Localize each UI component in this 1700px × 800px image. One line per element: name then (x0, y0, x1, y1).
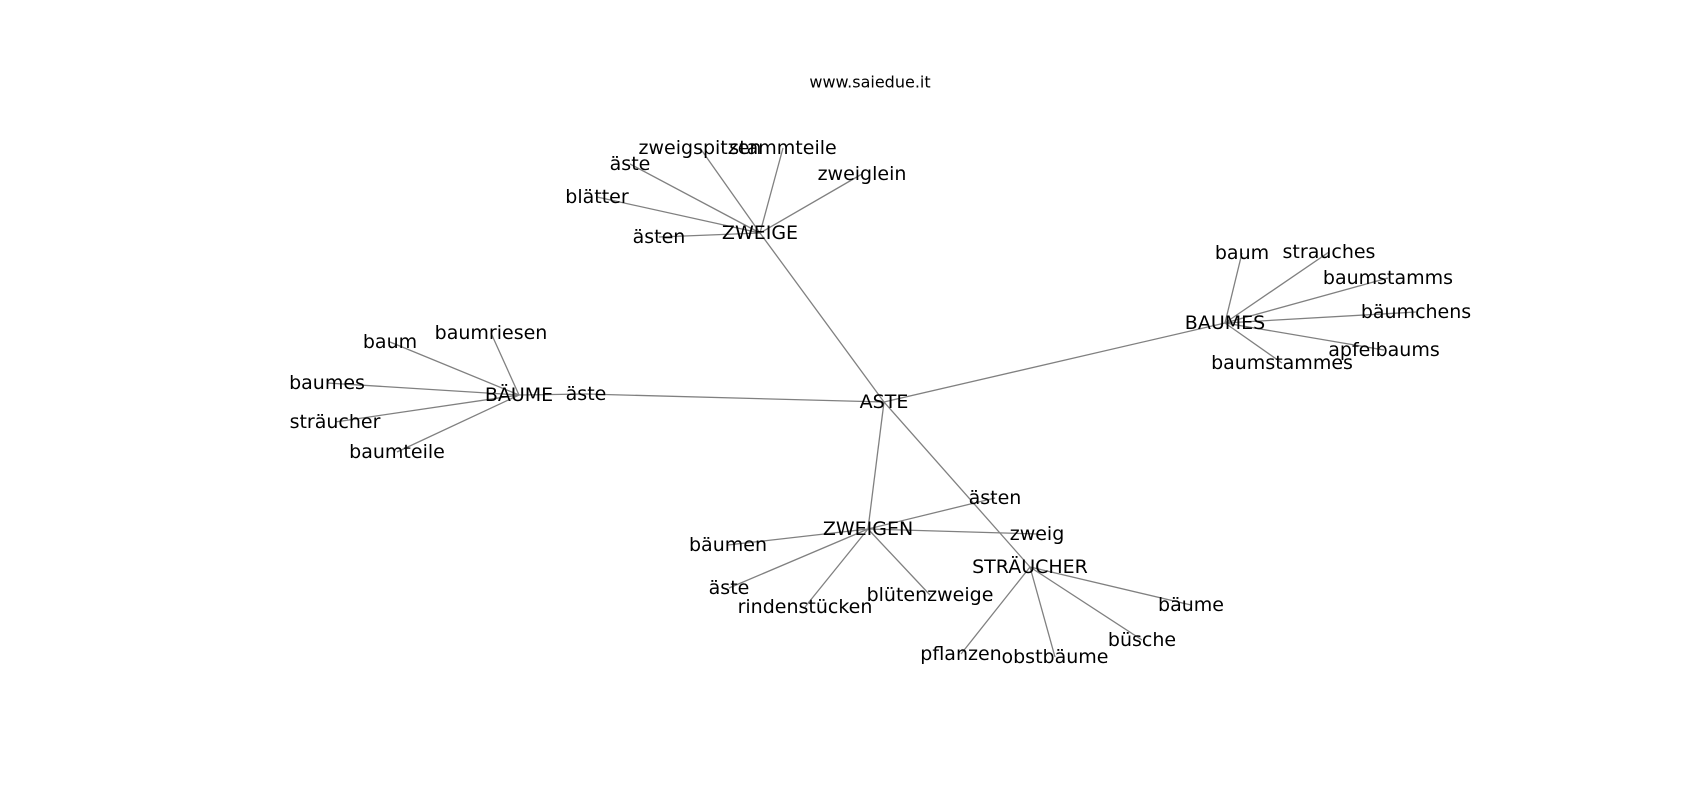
node-z-stammteile: stammteile (729, 137, 836, 159)
node-b-baumes: baumes (289, 372, 365, 394)
edge-baeume_hub-b_baum (389, 341, 520, 396)
node-zg-bluetenzweige: blütenzweige (867, 584, 994, 606)
edge-zweigen-zg_zweig (867, 528, 1038, 535)
edge-zweigen-zg_baeumen (727, 528, 869, 546)
edge-zweigen-zg_bluetenzweige (867, 528, 931, 596)
edge-zweige-z_aeste (629, 163, 761, 234)
node-zweigen: ZWEIGEN (823, 518, 913, 540)
edge-zweigen-zg_aeste (728, 528, 869, 589)
edge-aste-baumes_hub (883, 322, 1226, 403)
edge-baeume_hub-b_baumes (326, 382, 520, 396)
node-s-buesche: büsche (1108, 629, 1176, 651)
edge-straeucher_hub-s_baeume (1029, 566, 1192, 606)
node-zg-aesten: ästen (969, 487, 1022, 509)
node-baeume-hub: BÄUME (485, 383, 553, 406)
graph-edges (326, 147, 1417, 658)
edge-baumes_hub-bs_strauches (1224, 251, 1330, 324)
edge-aste-straeucher_hub (883, 401, 1031, 568)
node-z-zweiglein: zweiglein (818, 163, 907, 185)
edge-straeucher_hub-s_buesche (1029, 566, 1143, 641)
node-s-obstbaeume: obstbäume (1002, 646, 1109, 668)
edge-baeume_hub-b_baumteile (396, 394, 520, 453)
edge-straeucher_hub-s_obstbaeume (1029, 566, 1056, 658)
edge-zweige-z_stammteile (759, 147, 784, 234)
node-aste: ASTE (860, 391, 909, 413)
edge-zweige-z_blaetter (596, 196, 761, 234)
node-bs-apfelbaums: apfelbaums (1328, 339, 1440, 361)
node-zg-baeumen: bäumen (689, 534, 767, 556)
edge-baumes_hub-bs_baumstamms (1224, 277, 1389, 324)
site-watermark: www.saiedue.it (809, 73, 930, 92)
node-z-blaetter: blätter (565, 186, 629, 208)
node-bs-baeumchens: bäumchens (1361, 301, 1471, 323)
node-zg-rindenstuecken: rindenstücken (738, 596, 873, 618)
node-z-aesten: ästen (633, 226, 686, 248)
edge-straeucher_hub-s_pflanzen (960, 566, 1031, 655)
edge-aste-b_aeste (585, 393, 885, 403)
node-bs-baumstamms: baumstamms (1323, 267, 1453, 289)
edge-zweige-z_aesten (658, 232, 761, 238)
node-bs-strauches: strauches (1283, 241, 1376, 263)
node-z-zweigspitzen: zweigspitzen (639, 137, 762, 159)
edge-zweige-z_zweiglein (759, 173, 863, 234)
edge-zweigen-zg_rindenstuecken (804, 528, 869, 608)
node-z-aeste: äste (610, 153, 651, 175)
node-baumes-hub: BAUMES (1185, 312, 1265, 334)
edge-aste-zweige (759, 232, 885, 403)
edge-baumes_hub-bs_baumstammes (1224, 322, 1283, 364)
node-b-baumriesen: baumriesen (435, 322, 548, 344)
node-straeucher-hub: STRÄUCHER (972, 555, 1088, 578)
node-zweige: ZWEIGE (722, 222, 798, 244)
node-b-aeste: äste (566, 383, 607, 405)
node-b-baumteile: baumteile (349, 441, 445, 463)
node-zg-aeste: äste (709, 577, 750, 599)
graph-nodes: ASTE ZWEIGE BÄUME BAUMES ZWEIGEN STRÄUCHER äst… (289, 137, 1471, 668)
node-s-pflanzen: pflanzen (920, 643, 1001, 665)
edge-aste-zweigen (867, 401, 885, 530)
edge-baumes_hub-bs_apfelbaums (1224, 322, 1385, 351)
node-b-baum: baum (363, 331, 417, 353)
node-b-straeucher: sträucher (290, 411, 381, 433)
edge-baumes_hub-bs_baeumchens (1224, 311, 1417, 324)
edge-zweigen-zg_aesten (867, 497, 996, 530)
edge-baeume_hub-b_baumriesen (490, 332, 520, 396)
node-bs-baum: baum (1215, 242, 1269, 264)
node-s-baeume: bäume (1158, 594, 1224, 616)
edge-zweige-z_zweigspitzen (699, 147, 761, 234)
node-bs-baumstammes: baumstammes (1211, 352, 1353, 374)
edge-baumes_hub-bs_baum (1224, 252, 1243, 324)
edge-b_aeste-baeume_hub (518, 393, 587, 396)
node-zg-zweig: zweig (1010, 523, 1065, 545)
edge-baeume_hub-b_straeucher (334, 394, 520, 423)
